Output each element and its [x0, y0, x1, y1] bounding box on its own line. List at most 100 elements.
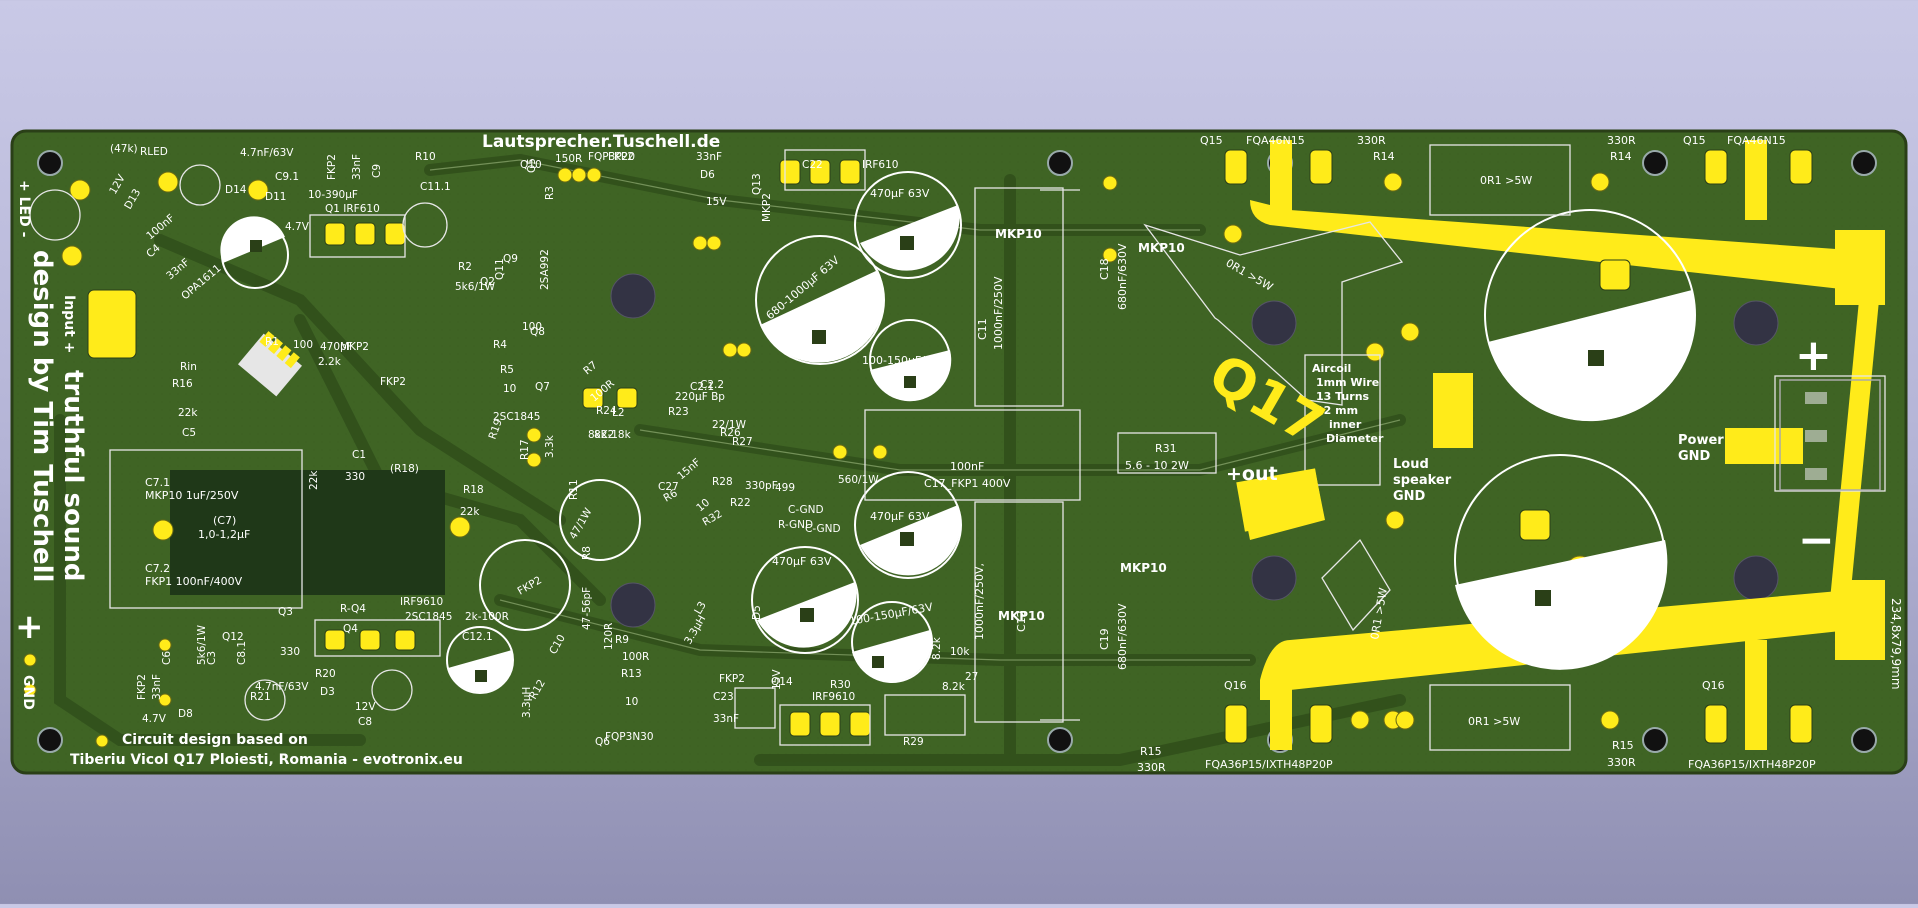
- ref-label: (R18): [390, 463, 419, 475]
- ref-label: 330: [280, 646, 300, 658]
- r14-left-name: R14: [1373, 150, 1395, 163]
- ref-label: 2k-100R: [465, 611, 509, 623]
- c19-value: 680nF/630V: [1116, 603, 1129, 670]
- ref-label: R11: [568, 479, 580, 500]
- svg-text:C19 680nF/630V: C19 680nF/630V: [1098, 603, 1129, 670]
- vertical-tagline: truthful sound: [58, 370, 88, 581]
- ref-label: 470pF: [320, 341, 353, 353]
- aircoil-line-5: inner: [1329, 418, 1362, 431]
- aircoil-line-3: 13 Turns: [1316, 390, 1370, 403]
- ref-label: R2: [458, 261, 472, 273]
- c11-name: C11: [976, 318, 989, 340]
- ref-label: (47k): [110, 143, 138, 155]
- ref-label: D8: [178, 708, 193, 720]
- ref-label: C-GND: [788, 504, 824, 516]
- c12-name: C12: [1015, 610, 1028, 632]
- ref-label: 499: [775, 482, 795, 494]
- svg-text:Q15 FQA46N15: Q15 FQA46N15: [1200, 134, 1305, 147]
- ref-label: C2.1: [690, 381, 714, 393]
- svg-text:R14 330R: R14 330R: [1607, 134, 1636, 163]
- out-pad: [1236, 468, 1324, 532]
- ref-label: R26: [720, 427, 741, 439]
- ref-label: 100R: [622, 651, 649, 663]
- ref-label: FKP2: [608, 151, 634, 163]
- ref-label: 4.7V: [285, 221, 310, 233]
- aircoil-line-2: 1mm Wire: [1316, 376, 1379, 389]
- ref-label: 2.2k: [318, 356, 342, 368]
- ref-label: 15V: [771, 669, 783, 690]
- ref-label: C5: [182, 427, 196, 439]
- c19-name: C19: [1098, 628, 1111, 650]
- svg-text:Q16 FQA36P15/IXTH48P20P: Q16 FQA36P15/IXTH48P20P: [1205, 679, 1333, 771]
- ref-label: R8: [581, 546, 593, 560]
- ref-label: Q6: [595, 736, 610, 748]
- ref-label: Rin: [180, 361, 197, 373]
- svg-text:Q15 FQA46N15: Q15 FQA46N15: [1683, 134, 1786, 147]
- ref-label: Q11: [494, 258, 506, 280]
- c18-value: 680nF/630V: [1116, 243, 1129, 310]
- ref-label: C9: [371, 164, 383, 178]
- left-plus-symbol: +: [15, 607, 44, 647]
- ref-label: 33nF: [151, 674, 163, 700]
- ref-label: R-GND: [778, 519, 813, 531]
- ref-label: D14: [225, 184, 247, 196]
- ref-label: 22k: [460, 506, 480, 518]
- ref-label: 33nF: [713, 713, 739, 725]
- aircoil-line-4: 12 mm: [1316, 404, 1358, 417]
- ref-label: 8k2-18k: [588, 429, 632, 441]
- mkp10-c19: MKP10: [1120, 561, 1167, 575]
- credit-line-1: Circuit design based on: [122, 732, 308, 748]
- r15-left-value: 330R: [1137, 761, 1166, 774]
- ref-label: Q7: [535, 381, 550, 393]
- ref-label: R18: [463, 484, 484, 496]
- q15-tl-name: Q15: [1200, 134, 1223, 147]
- ref-label: Q13: [751, 173, 763, 195]
- electrolytic-capacitors: [220, 171, 1696, 694]
- ref-label: 47-56pF: [581, 587, 593, 630]
- ref-label: R24: [596, 405, 617, 417]
- ref-label: Q12: [222, 631, 244, 643]
- c13-value: 100-150µF/63V: [862, 354, 947, 367]
- ref-label: 10k: [950, 646, 970, 658]
- q16-bl-part: FQA36P15/IXTH48P20P: [1205, 758, 1333, 771]
- ref-label: 330pF: [745, 480, 778, 492]
- gnd-label-left: GND: [20, 675, 36, 710]
- ref-label: 4.7nF/63V: [255, 681, 309, 693]
- ref-label: R3: [544, 186, 556, 200]
- c24-value: 470µF 63V: [870, 187, 930, 200]
- loudspeaker-line-3: GND: [1393, 489, 1426, 504]
- ref-label: 2SC1845: [493, 411, 540, 423]
- ref-label: C8.1: [236, 641, 248, 665]
- r14-left-value: 330R: [1357, 134, 1386, 147]
- svg-text:C7.1 MKP10 1uF/250V: C7.1 MKP10 1uF/250V (C7) 1,0-1,2µF C7.2 …: [145, 476, 254, 588]
- ref-label: 560/1W: [838, 474, 879, 486]
- c7-line-5: C7.2: [145, 562, 170, 575]
- aircoil-line-1: Aircoil: [1312, 362, 1351, 375]
- input-label: Input +: [61, 295, 77, 353]
- q15-tl-part: FQA46N15: [1246, 134, 1305, 147]
- ref-label: Q4: [343, 623, 358, 635]
- plus-symbol-right: +: [1795, 330, 1832, 381]
- ref-label: C-GND: [805, 523, 841, 535]
- r15-right-value: 330R: [1607, 756, 1636, 769]
- c7-line-1: C7.1: [145, 476, 170, 489]
- ref-label: C6: [161, 651, 173, 665]
- ref-label: 4.7V: [142, 713, 167, 725]
- pads: [87, 149, 1813, 744]
- ref-label: C3: [206, 651, 218, 665]
- ref-label: C9.1: [275, 171, 299, 183]
- ref-label: 120R: [603, 623, 615, 650]
- or1-bottom-right: 0R1 >5W: [1468, 715, 1520, 728]
- ref-label: L3: [692, 600, 709, 617]
- c17-value: 100nF: [950, 460, 984, 473]
- r31-name: R31: [1155, 442, 1177, 455]
- q15-tr-name: Q15: [1683, 134, 1706, 147]
- ref-label: 10-390µF: [308, 189, 358, 201]
- ref-label: R5: [500, 364, 514, 376]
- ref-label: 100: [293, 339, 313, 351]
- mkp10-c11: MKP10: [995, 227, 1042, 241]
- svg-text:1000nF/250V, C12: 1000nF/250V, C12: [973, 559, 1028, 640]
- ref-label: R10: [415, 151, 436, 163]
- ref-label: Q14: [771, 676, 793, 688]
